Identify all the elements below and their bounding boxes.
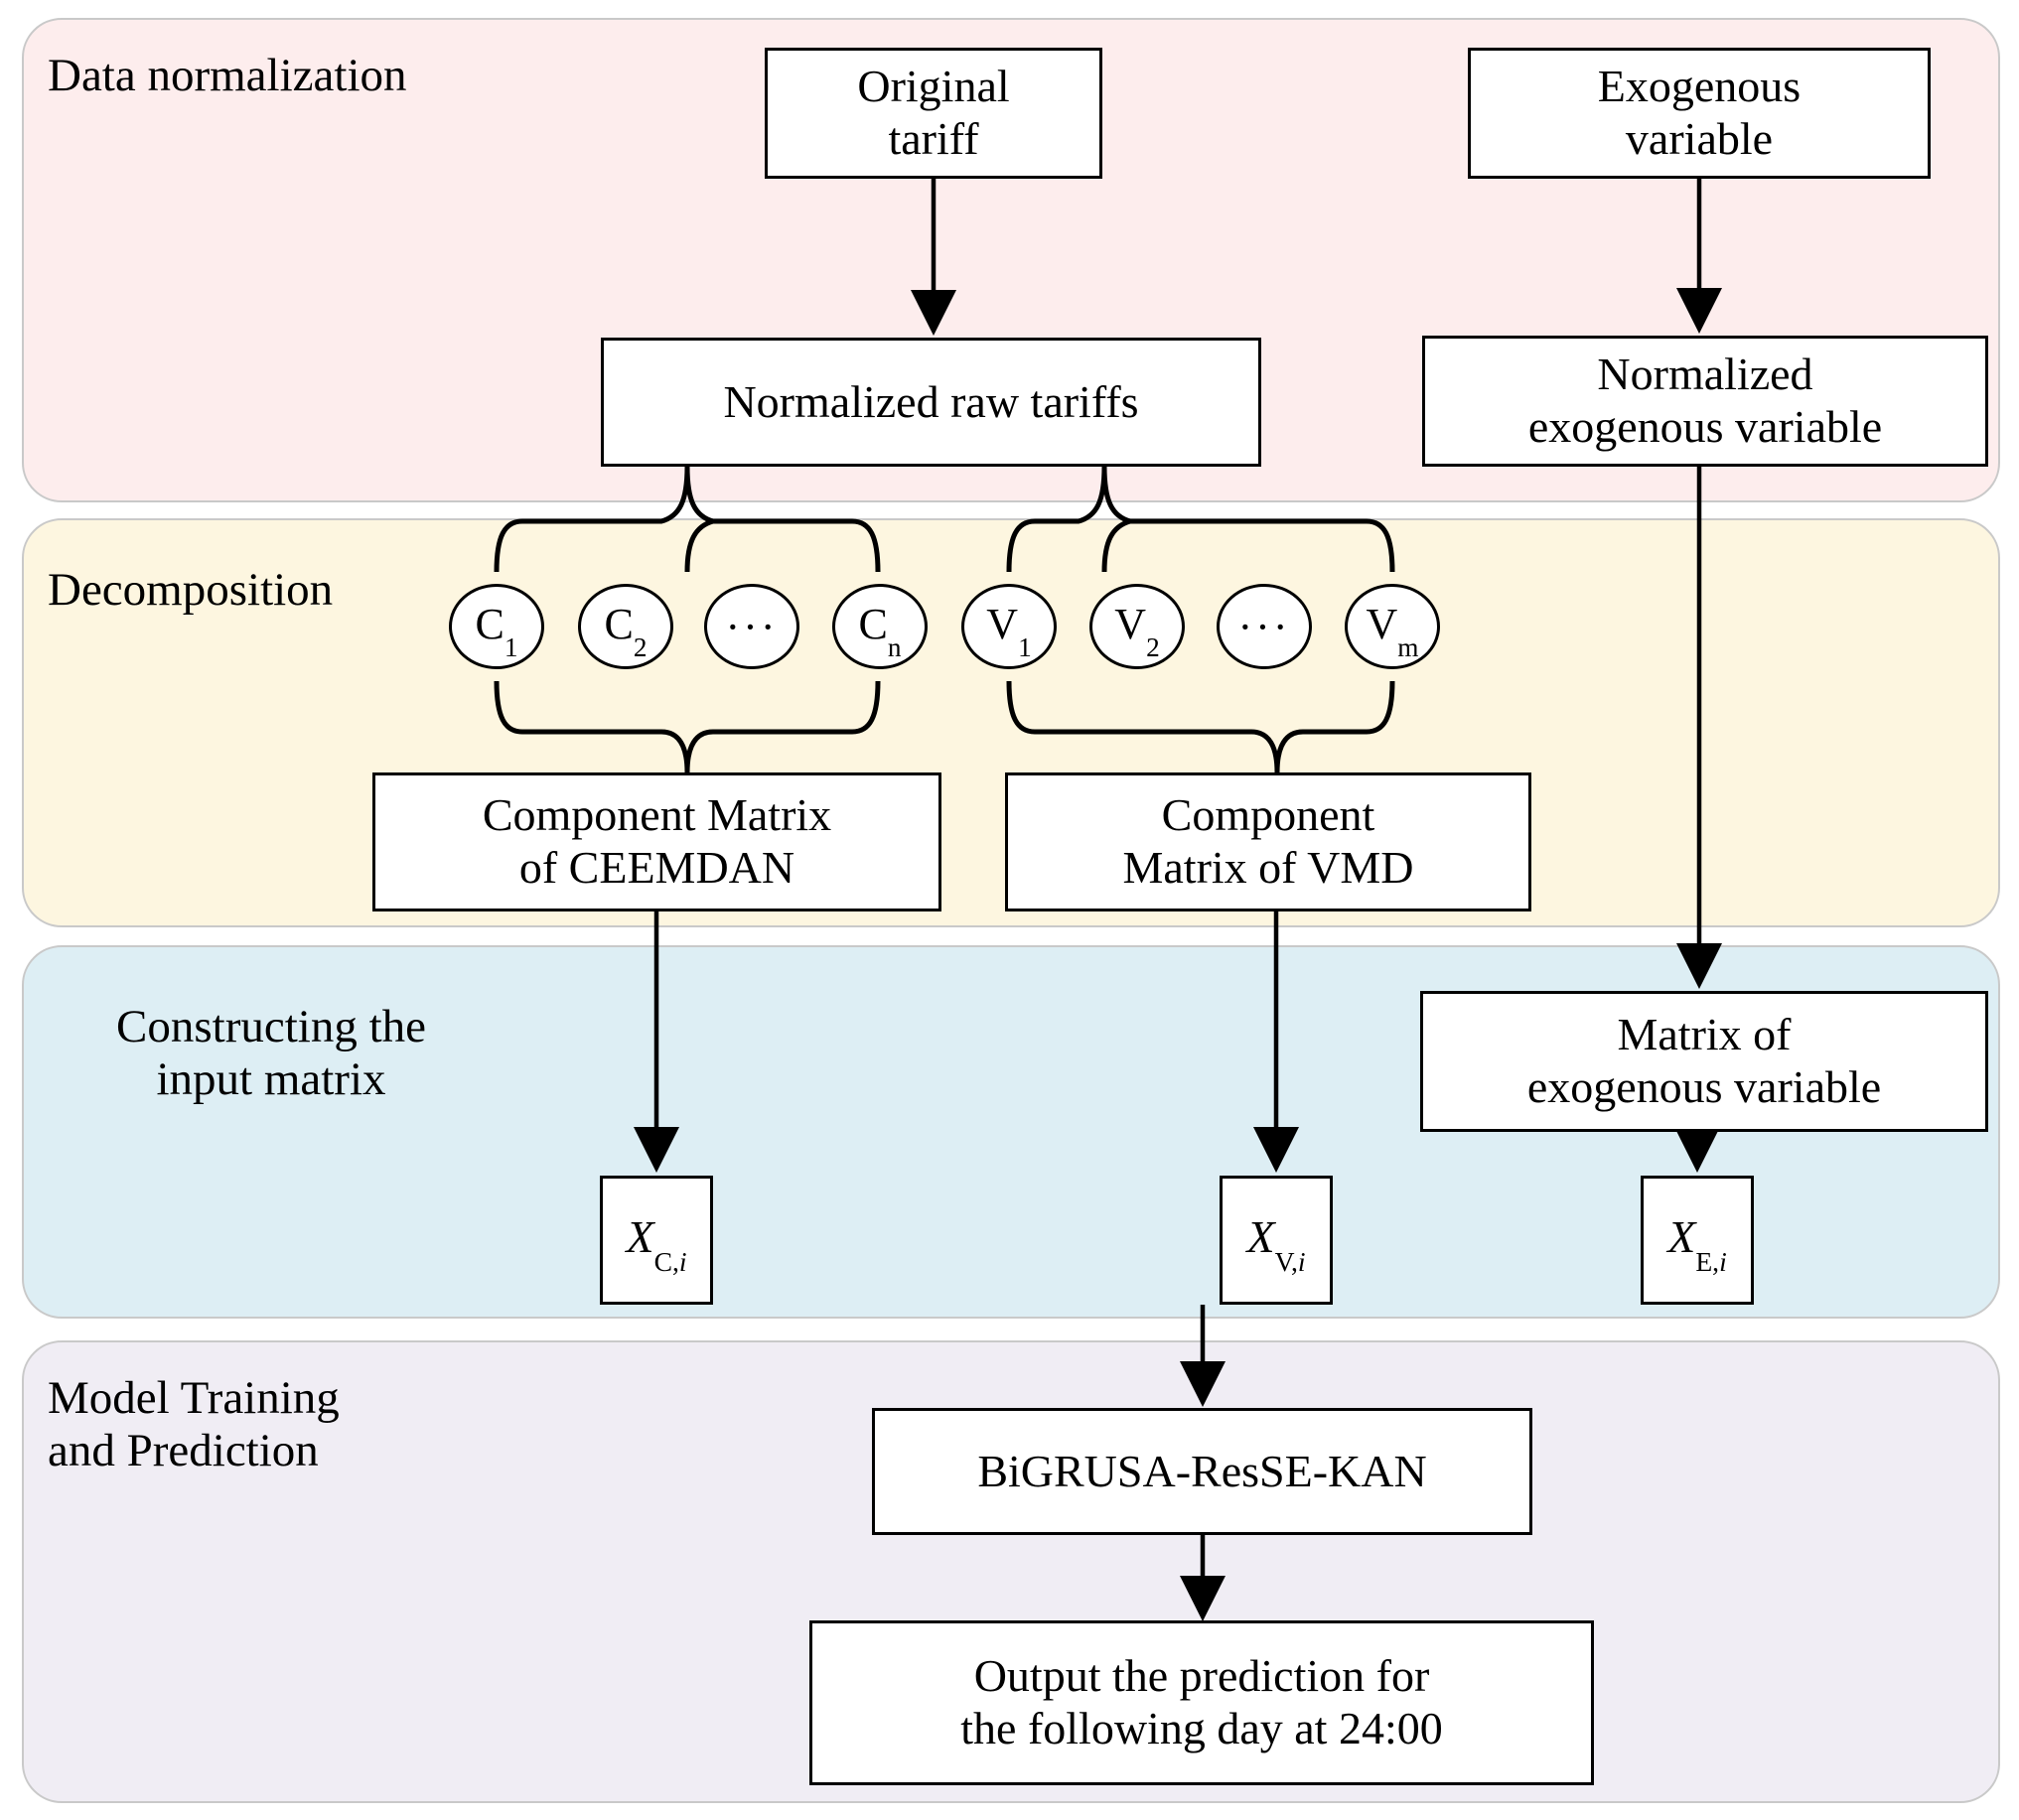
node-component-ceemdan-ellipsis: ··· (704, 584, 799, 669)
node-component-vm[interactable]: Vm (1345, 584, 1440, 669)
node-matrix-of-exogenous-variable[interactable]: Matrix of exogenous variable (1420, 991, 1988, 1132)
node-output-prediction[interactable]: Output the prediction for the following … (809, 1620, 1594, 1785)
node-component-matrix-of-vmd[interactable]: Component Matrix of VMD (1005, 772, 1531, 911)
component-label-c2: C2 (604, 599, 648, 663)
node-normalized-exogenous-variable[interactable]: Normalized exogenous variable (1422, 336, 1988, 467)
node-component-v1[interactable]: V1 (961, 584, 1057, 669)
section-label-constructing-input-matrix: Constructing the input matrix (116, 1001, 426, 1105)
section-label-model-training-and-prediction: Model Training and Prediction (48, 1372, 340, 1476)
component-label-ceemdan-ellipsis: ··· (725, 602, 779, 651)
component-label-c1: C1 (475, 599, 518, 663)
node-matrix-x-c-i[interactable]: XC,i (600, 1176, 713, 1305)
component-label-cn: Cn (858, 599, 902, 663)
node-matrix-x-e-i[interactable]: XE,i (1641, 1176, 1754, 1305)
node-component-matrix-of-ceemdan[interactable]: Component Matrix of CEEMDAN (372, 772, 941, 911)
component-label-v2: V2 (1114, 599, 1160, 663)
node-original-tariff[interactable]: Original tariff (765, 48, 1102, 179)
matrix-symbol-x-v-i: XV,i (1246, 1211, 1306, 1277)
component-label-vm: Vm (1366, 599, 1419, 663)
section-label-decomposition: Decomposition (48, 564, 334, 616)
matrix-symbol-x-c-i: XC,i (626, 1211, 687, 1277)
component-label-v1: V1 (986, 599, 1032, 663)
node-matrix-x-v-i[interactable]: XV,i (1220, 1176, 1333, 1305)
node-component-cn[interactable]: Cn (832, 584, 928, 669)
matrix-symbol-x-e-i: XE,i (1667, 1211, 1727, 1277)
section-label-data-normalization: Data normalization (48, 50, 407, 101)
node-normalized-raw-tariffs[interactable]: Normalized raw tariffs (601, 338, 1261, 467)
component-label-vmd-ellipsis: ··· (1237, 602, 1291, 651)
node-exogenous-variable[interactable]: Exogenous variable (1468, 48, 1931, 179)
node-component-v2[interactable]: V2 (1089, 584, 1185, 669)
node-model-bigrusa-resse-kan[interactable]: BiGRUSA-ResSE-KAN (872, 1408, 1532, 1535)
node-component-c1[interactable]: C1 (449, 584, 544, 669)
node-component-vmd-ellipsis: ··· (1217, 584, 1312, 669)
node-component-c2[interactable]: C2 (578, 584, 673, 669)
